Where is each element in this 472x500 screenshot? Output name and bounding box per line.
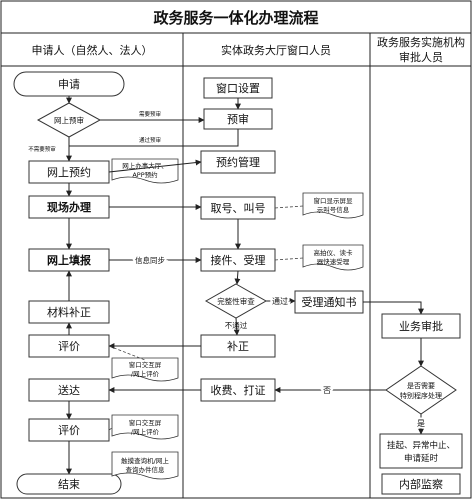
screen-eval-doc-2 [111,414,179,440]
booking-channels-line-2: APP预约 [132,170,157,179]
accept-notice-label: 受理通知书 [302,295,357,309]
label-yes-bg: 是 [417,419,425,428]
business-approval-node [381,313,461,339]
window-setup-label: 窗口设置 [216,81,260,95]
screen-eval-doc-1 [111,357,179,382]
camera-card-line-2: 器快速受理 [317,257,350,266]
start-label: 申请 [58,78,80,91]
label-info-sync-bg: 信息同步 [135,255,165,265]
special-procedure-decision [385,365,457,415]
receive-accept-label: 接件、受理 [211,254,266,267]
screen-eval-1-line-2: /网上评价 [131,369,160,378]
label-no: 否 [323,386,331,395]
online-booking-label: 网上预约 [47,166,91,179]
edge-eval2-doc [108,427,113,431]
deliver-label: 送达 [58,383,80,397]
edge-booking-mgmt [108,159,202,173]
online-precheck-label: 网上预审 [54,115,84,125]
label-not-pass: 不通过 [225,320,248,330]
call-display-doc [302,192,364,219]
onsite-label: 现场办理 [47,200,91,214]
edge-check-fail [233,317,240,336]
suspend-line-2: 申请延时 [404,453,439,464]
end-label: 结束 [58,478,80,491]
suspend-node [379,433,463,469]
special-procedure-line-1: 是否需要 [407,382,435,390]
business-approval-label: 业务审批 [399,319,443,333]
query-info-line-1: 触摸查询机/网上 [121,456,169,465]
special-procedure-line-2: 特别程序处理 [400,391,442,400]
query-info-line-2: 查询办件信息 [126,465,166,474]
edge-eval1-doc [108,345,146,361]
label-need-precheck: 需要预审 [139,110,162,118]
lane-header-agency-line-2: 审批人员 [399,50,443,64]
query-info-doc [111,451,179,480]
lane-header-window-staff: 实体政务大厅窗口人员 [221,43,331,57]
label-pass: 通过 [272,296,288,306]
camera-card-doc [302,244,364,271]
evaluate-label-2: 评价 [58,424,80,437]
precheck-label: 预审 [227,112,249,126]
online-fill-label: 网上填报 [47,253,92,267]
evaluate-label-1: 评价 [58,340,80,353]
label-no-bg: 否 [323,386,331,395]
suspend-line-1: 挂起、异常中止、 [387,440,455,451]
label-yes: 是 [417,419,425,428]
edge-notice-approval [363,301,424,315]
booking-mgmt-label: 预约管理 [216,155,260,169]
correction-label: 补正 [227,340,249,353]
diagram-title: 政务服务一体化办理流程 [153,9,318,27]
label-info-sync: 信息同步 [135,255,165,265]
connectors [66,96,424,475]
call-display-line-1: 窗口显示屏显 [314,196,354,205]
take-call-number-label: 取号、叫号 [211,202,266,215]
label-pass-bg: 通过 [272,296,288,306]
camera-card-line-1: 高拍仪、读卡 [314,248,354,257]
edge-receive-camera [274,257,304,261]
label-no-precheck: 不需要预审 [28,145,56,153]
screen-eval-2-line-2: /网上评价 [131,427,160,436]
edge-number-display [274,205,304,209]
booking-channels-doc [111,158,179,184]
label-pass-precheck: 通过预审 [139,136,162,144]
screen-eval-1-line-1: 窗口交互屏 [129,360,162,369]
complete-check-label: 完整性审查 [217,296,255,306]
call-display-line-2: 示叫号信息 [317,205,350,214]
fee-certificate-label: 收费、打证 [211,383,266,397]
internal-supervision-node [381,473,461,495]
screen-eval-2-line-1: 窗口交互屏 [129,418,162,427]
booking-channels-line-1: 网上办事大厅、 [122,161,168,170]
internal-supervision-label: 内部监察 [399,477,443,491]
lane-header-agency-line-1: 政务服务实施机构 [377,35,465,49]
supplement-materials-label: 材料补正 [47,305,91,319]
lane-header-applicant: 申请人（自然人、法人） [32,43,153,57]
edge-receive-check [234,270,241,285]
